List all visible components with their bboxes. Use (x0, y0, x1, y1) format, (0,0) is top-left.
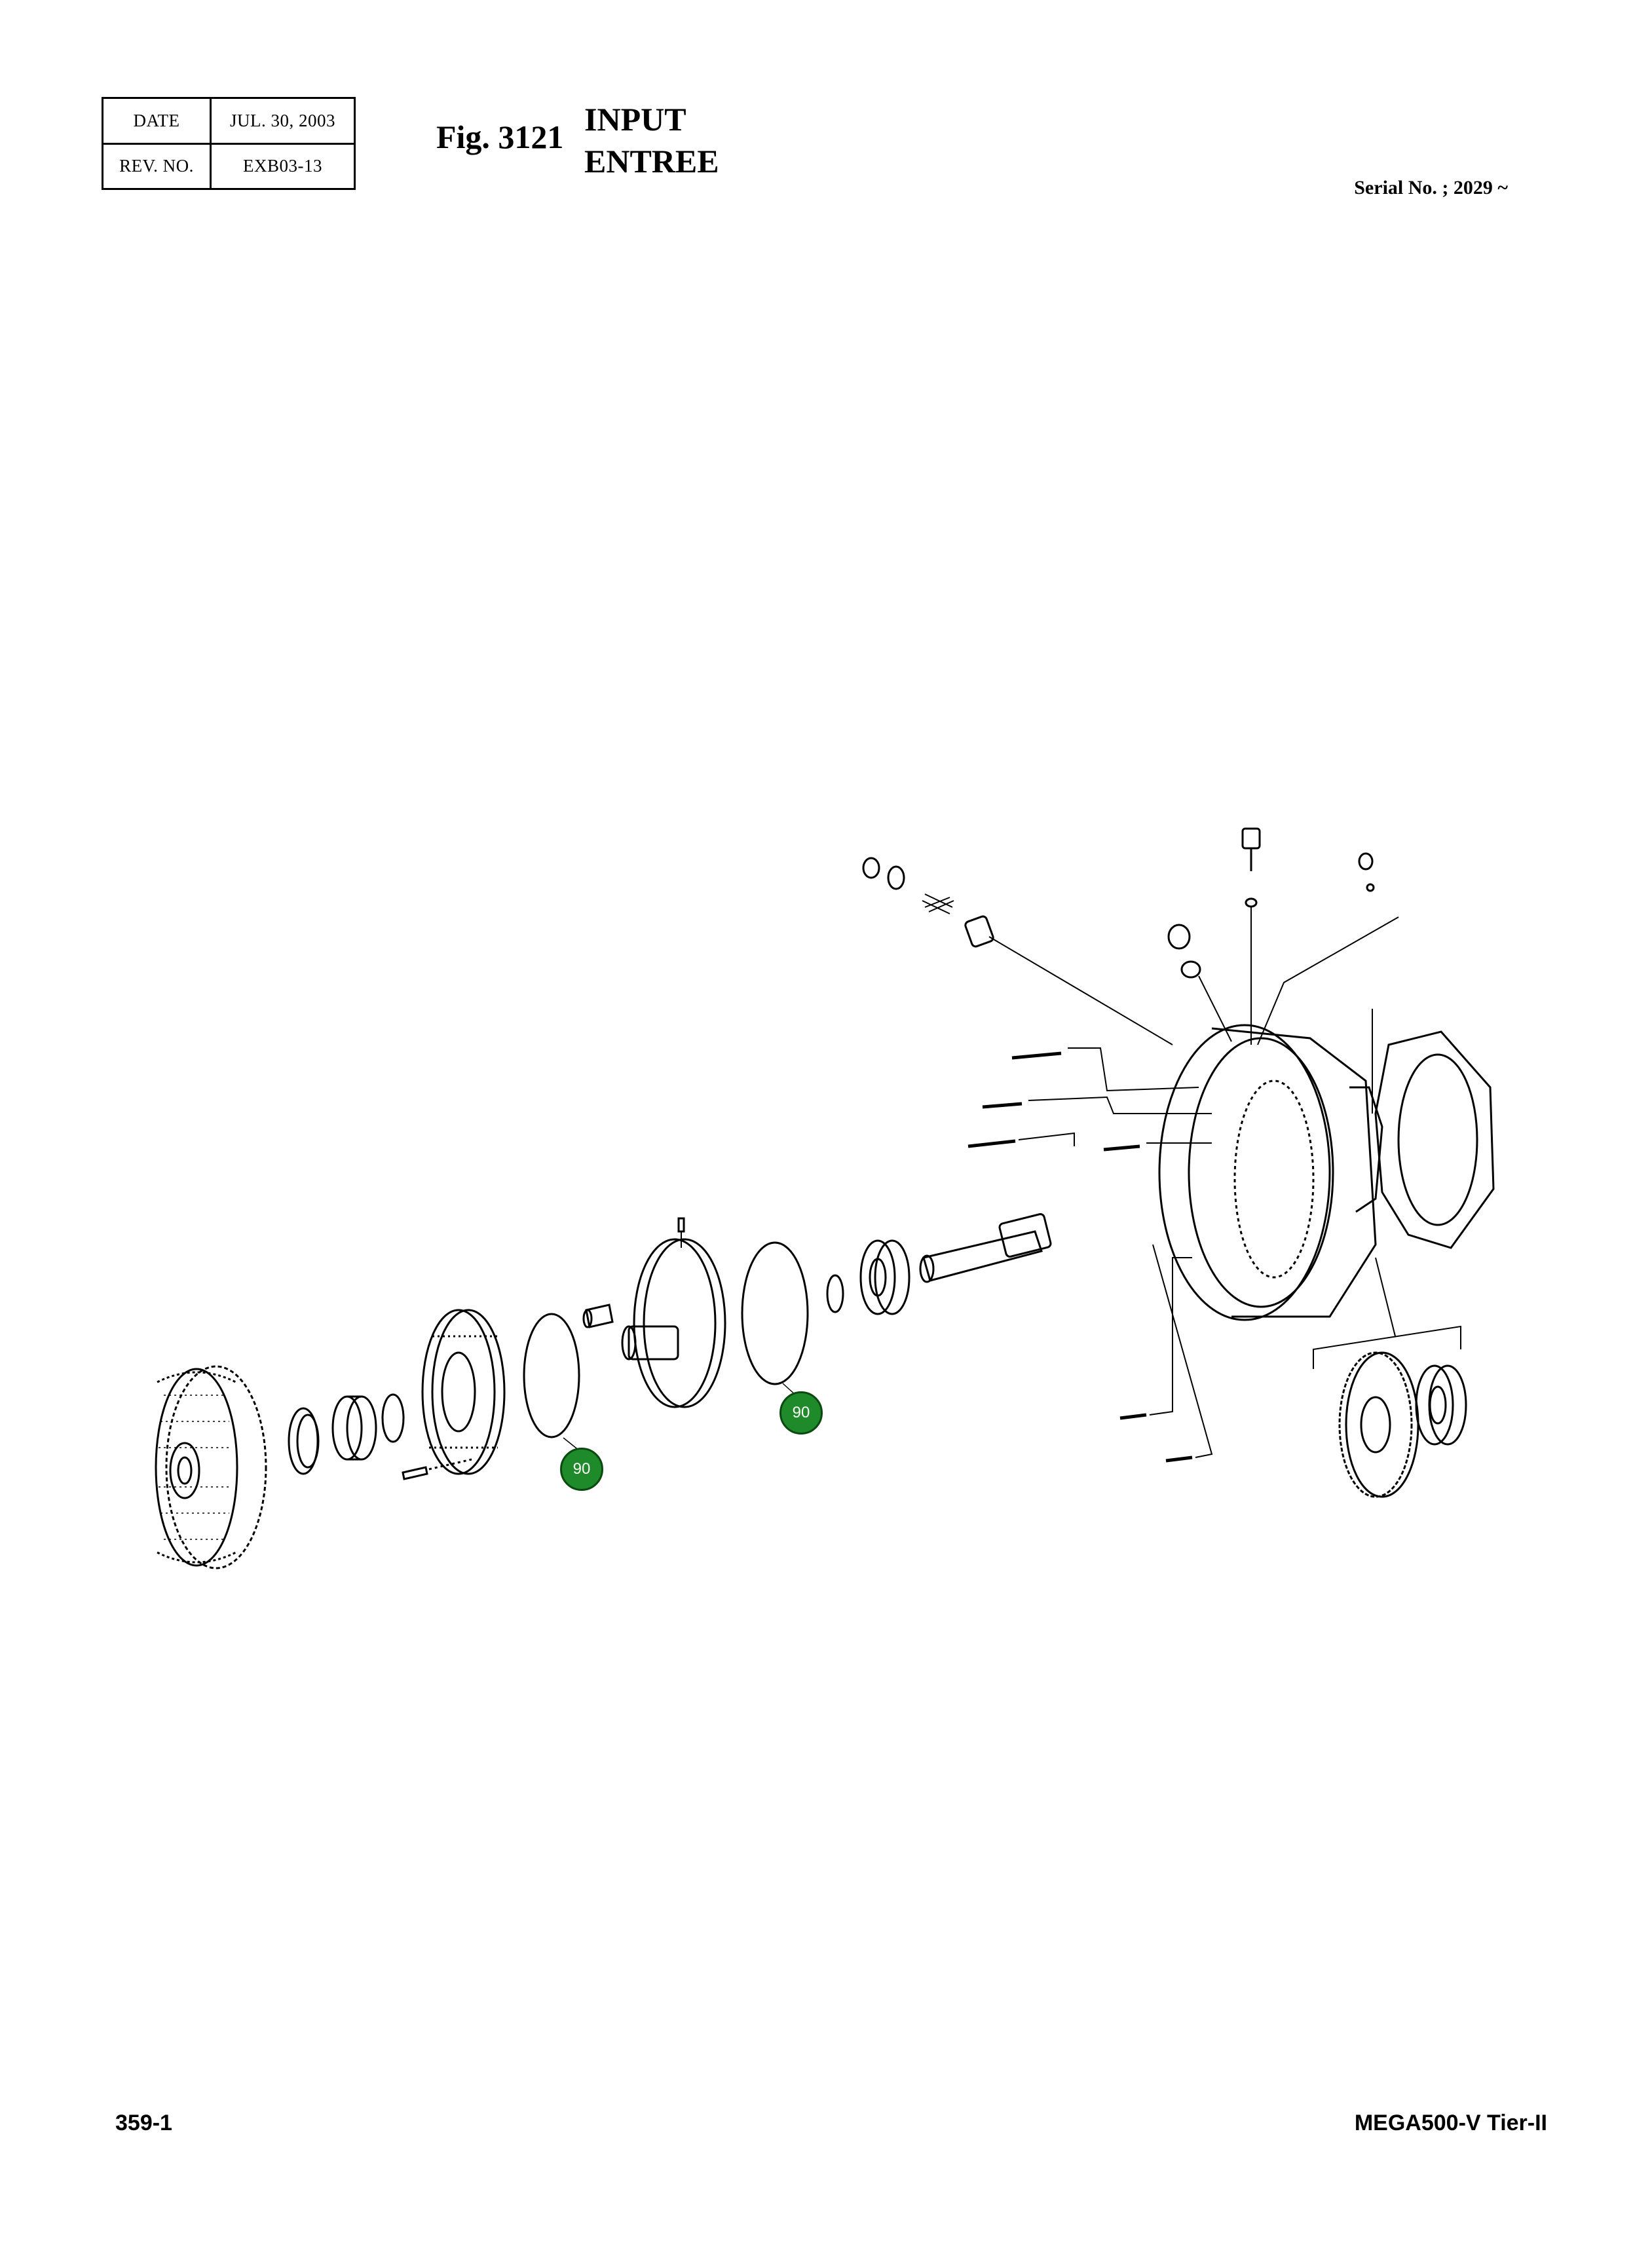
torque-converter (155, 1365, 267, 1569)
date-value: JUL. 30, 2003 (210, 97, 356, 145)
rev-value: EXB03-13 (210, 142, 356, 190)
piston (964, 915, 994, 948)
title-english: INPUT (584, 101, 686, 138)
temperature-sensor (1241, 827, 1261, 908)
leader-gear (1375, 1257, 1396, 1337)
gear-bracket (1313, 1325, 1461, 1369)
callout-90-o-ring-2[interactable]: 90 (779, 1391, 823, 1435)
spring (922, 893, 954, 914)
figure-title: INPUT ENTREE (584, 98, 719, 182)
o-ring-2 (741, 1241, 809, 1385)
gear-bearing (1415, 1364, 1467, 1446)
callout-90-o-ring-1[interactable]: 90 (560, 1448, 603, 1491)
pump-housing (421, 1309, 506, 1475)
rev-label: REV. NO. (102, 142, 212, 190)
pump-cover (621, 1217, 726, 1408)
cap (1167, 924, 1201, 979)
transmission-housing (1158, 1024, 1383, 1321)
output-gear (1338, 1351, 1419, 1498)
date-label: DATE (102, 97, 212, 145)
plug-top-left (862, 857, 905, 890)
plug (582, 1304, 614, 1328)
snap-ring-mid (826, 1274, 844, 1313)
bearing-mid (859, 1239, 910, 1315)
leader-piston (988, 936, 1173, 1045)
figure-number: Fig. 3121 (436, 119, 564, 155)
gasket-plate (1372, 1009, 1495, 1249)
leader-cap (1198, 975, 1232, 1042)
revision-table: DATE JUL. 30, 2003 REV. NO. EXB03-13 (102, 97, 356, 190)
leader-fitting (1257, 916, 1399, 1045)
model-name: MEGA500-V Tier-II (1354, 2111, 1547, 2135)
serial-number: Serial No. ; 2029 ~ (1354, 177, 1508, 198)
input-shaft (919, 1213, 1052, 1283)
seal-ring-left (288, 1407, 320, 1475)
fitting-top-right (1358, 852, 1375, 892)
o-ring-1 (523, 1313, 580, 1438)
title-french: ENTREE (584, 143, 719, 179)
bolt-left (402, 1458, 472, 1480)
bearing-left (331, 1395, 377, 1461)
page-number: 359-1 (115, 2111, 172, 2135)
snap-ring-left (381, 1393, 405, 1443)
bolts-housing (967, 1047, 1213, 1463)
